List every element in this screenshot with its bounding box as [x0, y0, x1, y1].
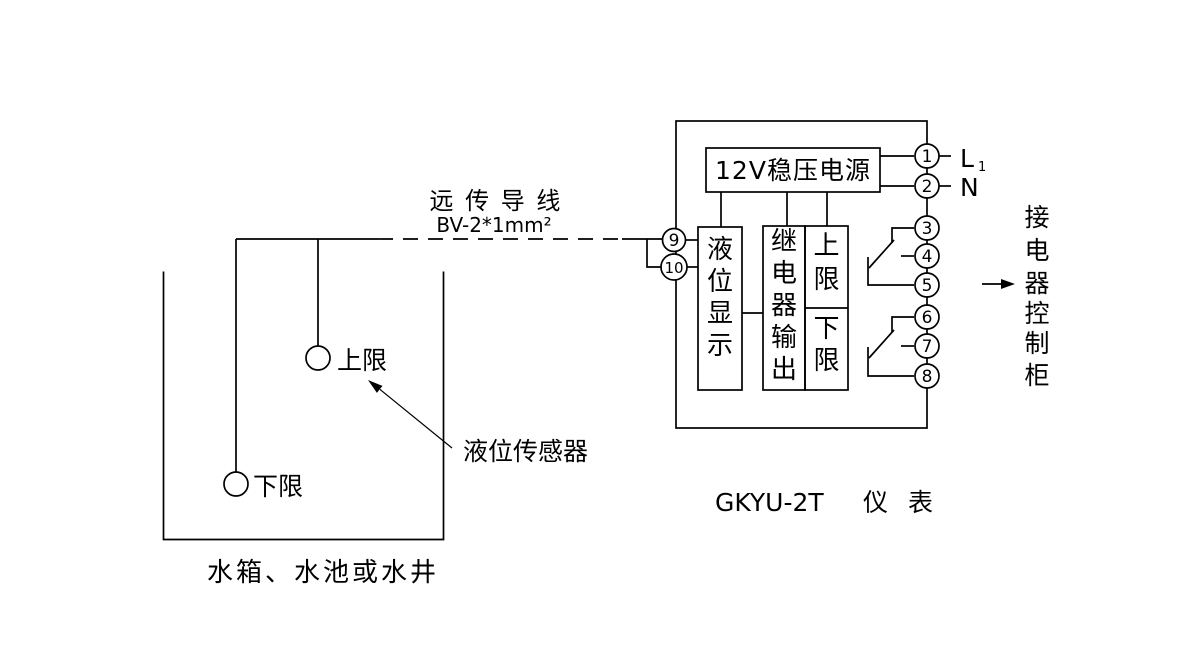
phase-subscript: 1	[978, 160, 986, 175]
instrument-type-caption: 仪 表	[863, 488, 939, 517]
sensor-arrowhead-icon	[368, 380, 383, 393]
relay-output-char: 器	[771, 291, 797, 321]
tank-group	[162, 238, 662, 541]
terminal-3-icon	[914, 215, 940, 241]
contact2-fixed	[891, 316, 914, 332]
contact1-blade	[868, 239, 895, 269]
destination-char: 控	[1024, 299, 1049, 328]
lower-limit-char: 下	[813, 314, 839, 344]
contact2-blade	[868, 329, 895, 359]
neutral-label: N	[960, 173, 979, 202]
level-display-char: 显	[707, 299, 733, 329]
terminal-4-number: 4	[922, 247, 933, 267]
terminal-numbers: 1 2 3 4 5 6 7 8 9 10	[664, 147, 932, 387]
destination-char: 器	[1024, 269, 1049, 298]
terminal-circles-right	[914, 143, 940, 389]
terminal-8-number: 8	[922, 367, 933, 387]
terminal-7-icon	[914, 333, 940, 359]
output-arrowhead-icon	[1001, 279, 1015, 289]
level-display-box	[697, 226, 743, 391]
terminal-7-number: 7	[922, 337, 933, 357]
sensor-leader	[368, 380, 453, 449]
tank-caption: 水箱、水池或水井	[207, 558, 439, 588]
cable-spec-label: BV-2*1mm²	[436, 213, 551, 237]
lower-limit-label: 下 限	[813, 314, 839, 376]
terminal-9-number: 9	[669, 231, 680, 251]
level-display-char: 液	[707, 235, 733, 265]
phase-label: L	[960, 144, 974, 173]
terminal-1-number: 1	[922, 147, 933, 167]
relay-output-char: 输	[771, 323, 797, 353]
upper-limit-char: 限	[813, 265, 839, 295]
destination-char: 制	[1024, 329, 1049, 358]
cable-branch-t10	[646, 239, 661, 268]
terminal-2-number: 2	[922, 177, 933, 197]
terminal-6-number: 6	[922, 308, 933, 328]
terminal-10-number: 10	[664, 259, 683, 277]
output-arrow	[982, 279, 1015, 289]
terminal-9-icon	[661, 227, 687, 253]
upper-limit-label: 上 限	[813, 231, 839, 295]
power-supply-box	[705, 147, 881, 193]
terminal-10-icon	[660, 253, 688, 281]
lower-limit-char: 限	[813, 346, 839, 376]
upper-limit-char: 上	[813, 231, 839, 261]
relay-output-char: 继	[771, 227, 797, 257]
terminal-4-icon	[914, 243, 940, 269]
terminal-6-icon	[914, 304, 940, 330]
instrument-group	[675, 120, 951, 429]
relay-output-label: 继 电 器 输 出	[771, 227, 797, 385]
terminal-5-number: 5	[922, 276, 933, 296]
power-supply-label: 12V稳压电源	[715, 156, 871, 185]
destination-char: 电	[1024, 236, 1049, 265]
lower-float-icon	[223, 471, 249, 497]
destination-char: 柜	[1024, 361, 1049, 390]
level-display-char: 示	[707, 331, 733, 361]
tank-outline	[162, 271, 445, 541]
destination-char: 接	[1024, 203, 1049, 232]
relay-output-char: 出	[771, 355, 797, 385]
contact1-fixed	[891, 227, 914, 243]
contact1-common	[867, 257, 914, 286]
terminal-2-icon	[914, 173, 940, 199]
relay-output-char: 电	[771, 259, 797, 289]
sensor-leader-line	[379, 388, 453, 449]
upper-float-icon	[305, 345, 331, 371]
level-display-char: 位	[707, 267, 733, 297]
cable-name-label: 远 传 导 线	[430, 187, 563, 215]
terminal-5-icon	[914, 272, 940, 298]
destination-label: 接 电 器 控 制 柜	[1024, 203, 1049, 390]
terminal-8-icon	[914, 363, 940, 389]
sensor-label: 液位传感器	[463, 437, 588, 466]
contact2-common	[867, 347, 914, 377]
terminal-1-icon	[914, 143, 940, 169]
lower-float-label: 下限	[253, 472, 303, 501]
terminal-circles-left	[660, 227, 688, 281]
level-display-label: 液 位 显 示	[707, 235, 733, 361]
instrument-model-caption: GKYU-2T	[715, 488, 824, 517]
upper-float-label: 上限	[337, 346, 387, 375]
terminal-3-number: 3	[922, 219, 933, 239]
